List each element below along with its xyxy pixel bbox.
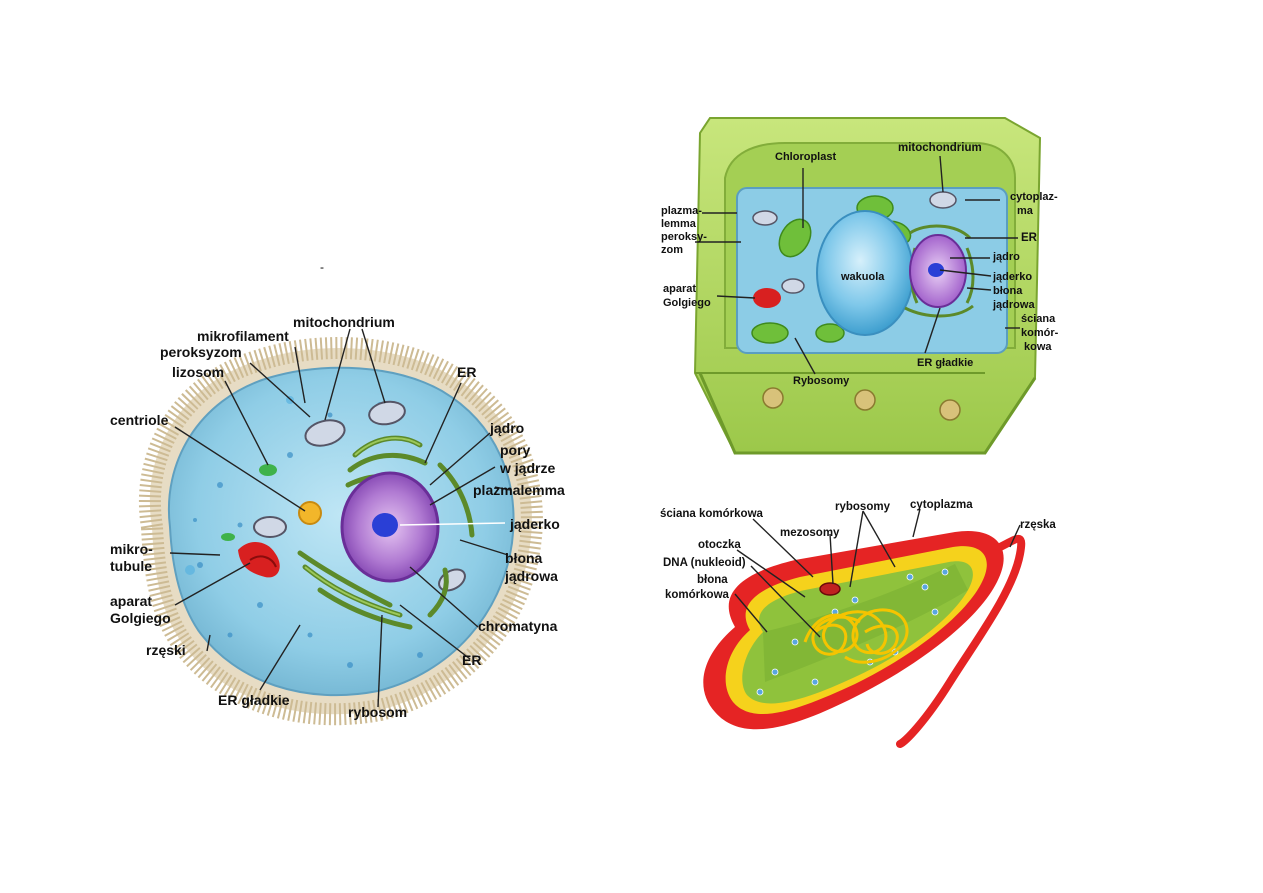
animal-leader-lines xyxy=(169,328,511,708)
plant-label-blona-1: błona xyxy=(993,285,1023,297)
plant-label-mitochondrium: mitochondrium xyxy=(898,142,982,154)
label-mikrofilament: mikrofilament xyxy=(197,328,289,344)
plant-label-peroksyzom-1: peroksy- xyxy=(661,231,707,243)
plant-label-jaderko: jąderko xyxy=(992,271,1032,283)
label-er-bottom: ER xyxy=(462,652,481,668)
label-rybosom: rybosom xyxy=(348,704,407,720)
label-er-gladkie: ER gładkie xyxy=(218,692,290,708)
bact-label-otoczka: otoczka xyxy=(698,539,741,551)
label-plazmalemma: plazmalemma xyxy=(473,482,565,498)
label-blona-1: błona xyxy=(505,550,543,566)
bacterium-diagram: ściana komórkowa rybosomy cytoplazma rzę… xyxy=(660,499,1056,748)
plant-label-jadro: jądro xyxy=(992,251,1020,263)
bact-label-sciana: ściana komórkowa xyxy=(660,508,764,520)
label-pory-1: pory xyxy=(500,442,531,458)
plant-label-sciana-1: ściana xyxy=(1021,313,1056,325)
label-jaderko: jąderko xyxy=(509,516,560,532)
label-lizosom: lizosom xyxy=(172,364,224,380)
flagellum-shape xyxy=(896,534,1026,748)
bact-label-blona-1: błona xyxy=(697,574,728,586)
plant-label-chloroplast: Chloroplast xyxy=(775,151,836,163)
label-er-top: ER xyxy=(457,364,476,380)
bact-label-blona-2: komórkowa xyxy=(665,589,730,601)
plant-label-aparat-1: aparat xyxy=(663,283,696,295)
lysosome-shape xyxy=(259,464,277,476)
plant-label-rybosomy: Rybosomy xyxy=(793,375,850,387)
dash-text: - xyxy=(320,260,324,274)
mesosome-shape xyxy=(819,582,841,596)
animal-cell-diagram: mitochondrium mikrofilament peroksyzom l… xyxy=(110,314,565,726)
plant-label-er: ER xyxy=(1021,232,1038,244)
nucleolus-shape xyxy=(372,513,398,537)
bact-label-rzeska: rzęska xyxy=(1020,519,1056,531)
label-mitochondrium: mitochondrium xyxy=(293,314,395,330)
plant-cell-diagram: Chloroplast mitochondrium cytoplaz- ma p… xyxy=(661,117,1059,455)
label-chromatyna: chromatyna xyxy=(478,618,558,634)
label-aparat-1: aparat xyxy=(110,593,152,609)
plant-label-er-gladkie: ER gładkie xyxy=(917,357,973,369)
plant-label-plazmalemma-1: plazma- xyxy=(661,205,702,217)
centriole-shape xyxy=(298,501,322,525)
plant-label-sciana-3: kowa xyxy=(1024,341,1052,353)
plant-label-sciana-2: komór- xyxy=(1021,327,1059,339)
golgi-shape xyxy=(238,541,280,578)
plant-label-plazmalemma-2: lemma xyxy=(661,218,697,230)
dna-tangle xyxy=(803,608,909,664)
plant-label-aparat-2: Golgiego xyxy=(663,297,711,309)
plant-label-peroksyzom-2: zom xyxy=(661,244,683,256)
label-mikrotubule-2: tubule xyxy=(110,558,152,574)
bact-label-cytoplazma: cytoplazma xyxy=(910,499,973,511)
bact-label-rybosomy: rybosomy xyxy=(835,501,891,513)
plant-golgi xyxy=(753,288,781,308)
label-jadro: jądro xyxy=(489,420,524,436)
plant-label-blona-2: jądrowa xyxy=(992,299,1035,311)
label-centriole: centriole xyxy=(110,412,169,428)
plant-leader-lines xyxy=(695,155,1020,375)
plant-label-wakuola: wakuola xyxy=(840,271,885,283)
label-rzeski: rzęski xyxy=(146,642,186,658)
label-aparat-2: Golgiego xyxy=(110,610,171,626)
label-mikrotubule-1: mikro- xyxy=(110,541,153,557)
ribosome-dots xyxy=(756,568,949,696)
plant-label-cytoplazma-2: ma xyxy=(1017,205,1034,217)
bact-label-mezosomy: mezosomy xyxy=(780,527,840,539)
bact-label-dna: DNA (nukleoid) xyxy=(663,557,746,569)
bacteria-leader-lines xyxy=(734,508,1021,638)
stray-dash: - xyxy=(320,258,324,276)
label-blona-2: jądrowa xyxy=(504,568,558,584)
label-peroksyzom: peroksyzom xyxy=(160,344,242,360)
label-pory-2: w jądrze xyxy=(499,460,555,476)
plant-label-cytoplazma-1: cytoplaz- xyxy=(1010,191,1058,203)
